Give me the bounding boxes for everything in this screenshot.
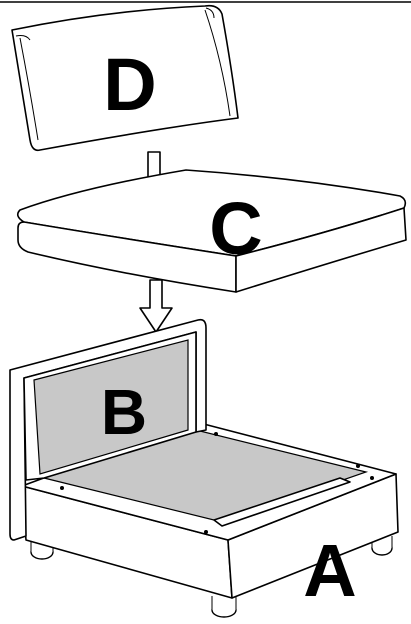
label-c: C — [209, 187, 262, 270]
seat-cushion-part: C — [16, 169, 407, 293]
label-b: B — [101, 376, 147, 448]
label-d: D — [103, 43, 156, 126]
arrow-down-icon — [139, 279, 173, 333]
pillow-part: D — [11, 4, 239, 152]
label-a: A — [303, 529, 356, 612]
backrest-part: B — [9, 318, 207, 541]
base-frame-part: A — [21, 421, 399, 618]
